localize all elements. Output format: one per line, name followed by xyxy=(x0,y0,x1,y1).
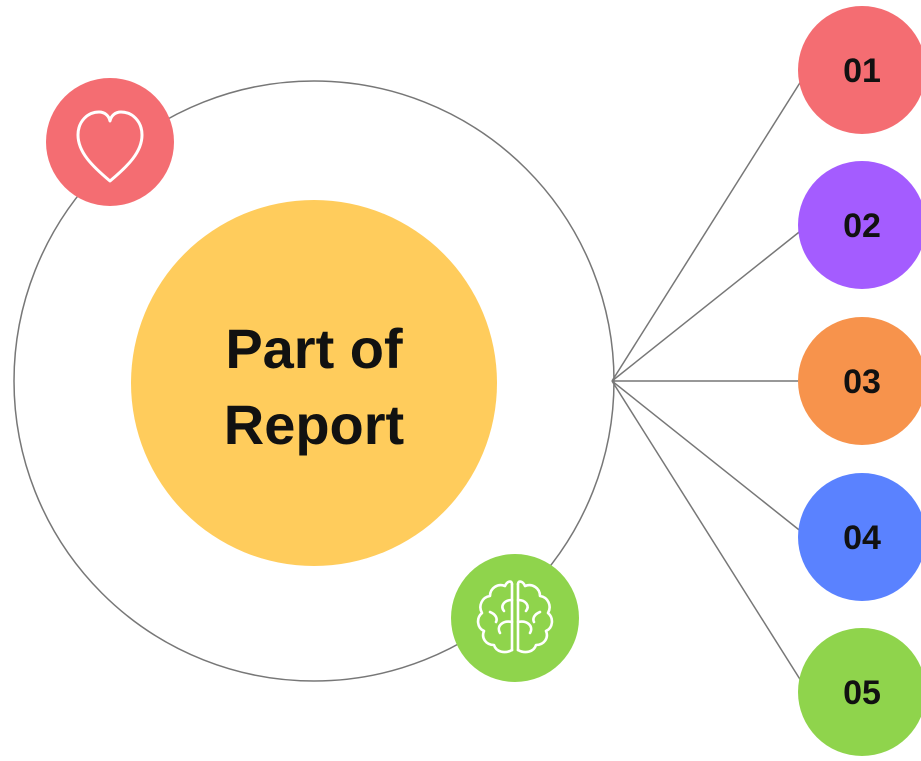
brain-badge xyxy=(451,554,579,682)
step-04: 04 xyxy=(798,473,921,601)
brain-icon xyxy=(476,580,554,654)
step-02: 02 xyxy=(798,161,921,289)
step-05-circle xyxy=(798,628,921,756)
step-05-label: 05 xyxy=(843,674,881,712)
connector-line-05 xyxy=(611,380,809,693)
connector-line-01 xyxy=(611,69,809,382)
heart-badge-circle xyxy=(46,78,174,206)
step-01-circle xyxy=(798,6,921,134)
step-03-circle xyxy=(798,317,921,445)
step-02-label: 02 xyxy=(843,207,881,245)
connector-line-02 xyxy=(611,224,809,382)
step-03: 03 xyxy=(798,317,921,445)
heart-icon xyxy=(76,110,144,183)
step-05: 05 xyxy=(798,628,921,756)
step-01-label: 01 xyxy=(843,52,881,90)
step-04-circle xyxy=(798,473,921,601)
center-title-line2: Report xyxy=(224,393,404,456)
center-circle xyxy=(131,200,497,566)
step-01: 01 xyxy=(798,6,921,134)
step-04-label: 04 xyxy=(843,519,881,557)
brain-badge-circle xyxy=(451,554,579,682)
connector-line-04 xyxy=(611,380,809,538)
center-title-line1: Part of xyxy=(225,317,403,380)
step-03-label: 03 xyxy=(843,363,881,401)
connector-lines xyxy=(611,69,809,693)
heart-badge xyxy=(46,78,174,206)
step-02-circle xyxy=(798,161,921,289)
